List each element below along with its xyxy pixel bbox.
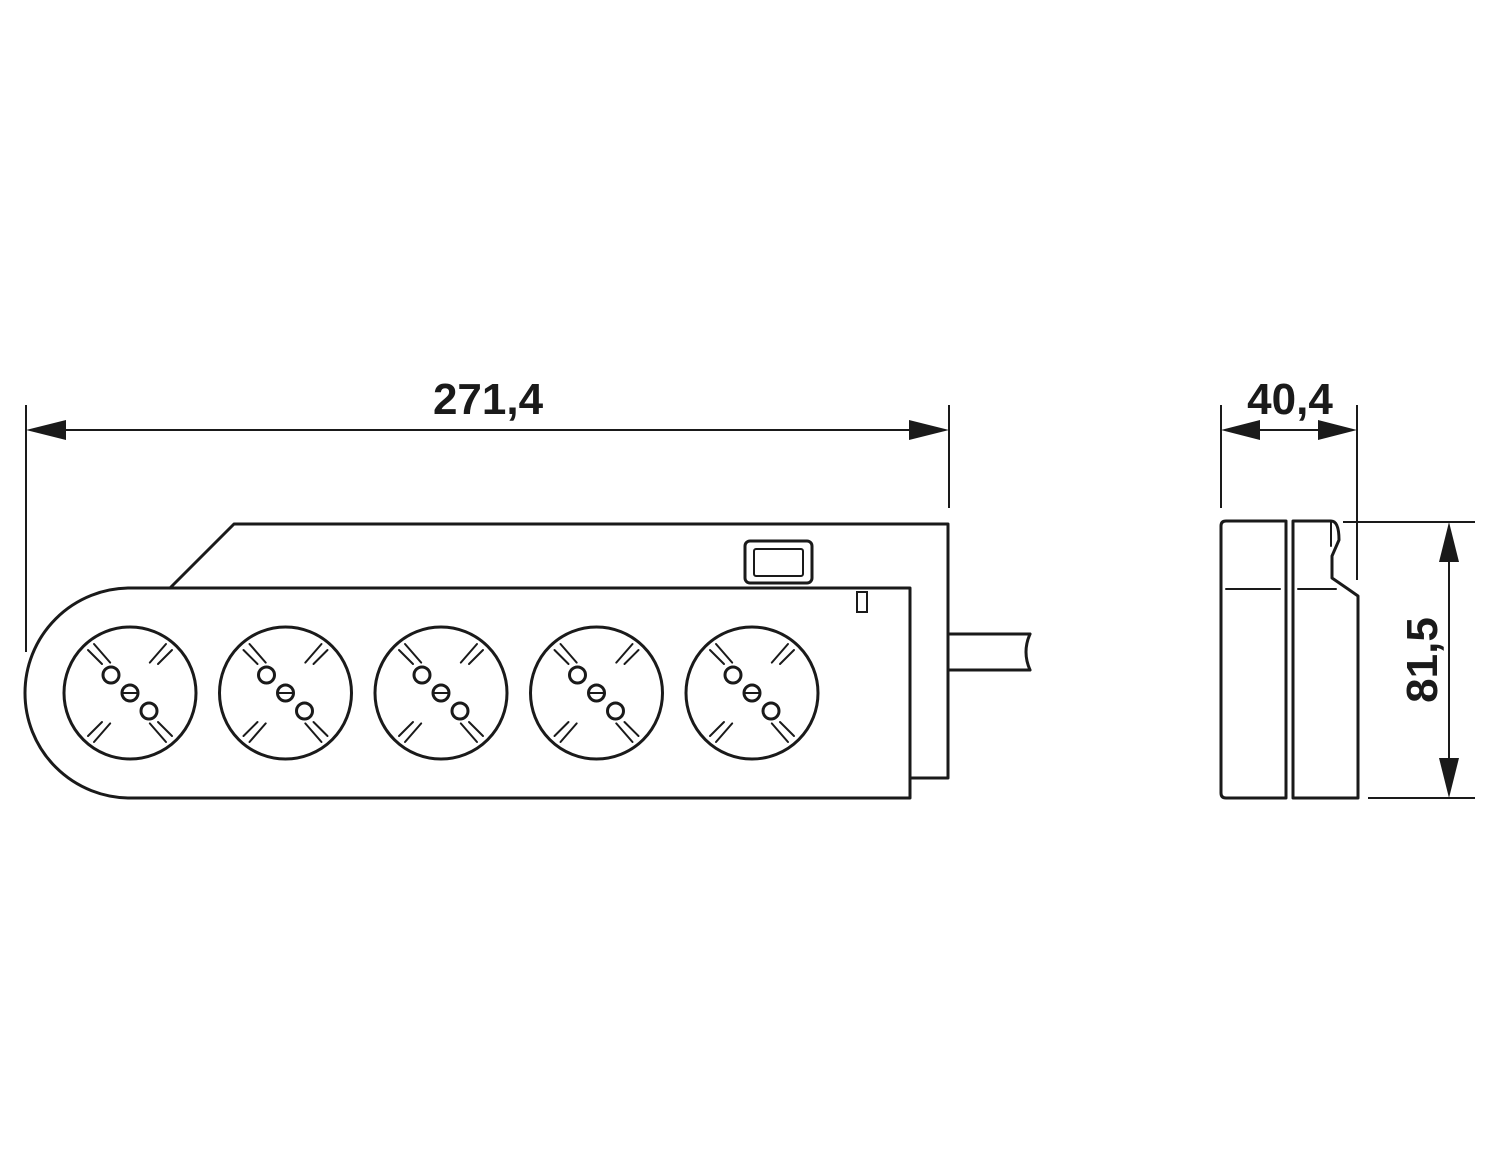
- outlet-socket: [529, 625, 664, 761]
- housing-step-line: [168, 586, 912, 780]
- earth-clip: [242, 721, 267, 743]
- outlet-rim: [684, 625, 820, 761]
- side-housing-left: [1219, 519, 1288, 800]
- earth-clip: [615, 643, 640, 665]
- dimension-height-label: 81,5: [1398, 617, 1447, 703]
- pin-hole: [606, 701, 625, 721]
- power-cable: [946, 632, 1032, 672]
- outlets: [62, 625, 820, 761]
- indicator-slot: [856, 591, 868, 613]
- pin-hole: [761, 701, 781, 721]
- earth-clip: [304, 643, 329, 665]
- earth-clip: [242, 643, 267, 665]
- side-view: [1219, 519, 1360, 800]
- outlet-socket: [373, 625, 509, 761]
- outlet-rim: [62, 625, 198, 761]
- pin-hole: [450, 701, 470, 721]
- dimension-depth-label: 40,4: [1247, 375, 1333, 424]
- outlet-rim: [373, 625, 509, 761]
- earth-clip: [709, 643, 734, 665]
- side-housing-right: [1291, 519, 1360, 800]
- pin-hole: [412, 665, 432, 685]
- outlet-socket: [218, 625, 353, 761]
- pin-hole: [139, 701, 159, 721]
- dimension-length: 271,4: [25, 375, 950, 652]
- earth-clip: [615, 721, 640, 743]
- outlet-rim: [529, 625, 664, 761]
- earth-clip: [770, 643, 795, 665]
- earth-clip: [87, 643, 112, 665]
- earth-clip: [459, 643, 484, 665]
- dimension-depth: 40,4: [1220, 375, 1358, 580]
- earth-clip: [459, 721, 484, 743]
- pin-hole: [257, 665, 276, 685]
- pin-hole: [295, 701, 314, 721]
- power-switch: [743, 539, 814, 585]
- pin-hole: [101, 665, 121, 685]
- earth-clip: [398, 721, 423, 743]
- earth-clip: [304, 721, 329, 743]
- earth-clip: [398, 643, 423, 665]
- earth-clip: [148, 643, 173, 665]
- pin-hole: [723, 665, 743, 685]
- earth-clip: [87, 721, 112, 743]
- outlet-rim: [218, 625, 353, 761]
- dimension-height: 81,5: [1343, 521, 1475, 799]
- earth-clip: [553, 721, 578, 743]
- earth-clip: [553, 643, 578, 665]
- outlet-socket: [62, 625, 198, 761]
- pin-hole: [568, 665, 587, 685]
- earth-clip: [770, 721, 795, 743]
- dimension-length-label: 271,4: [433, 375, 544, 424]
- outlet-socket: [684, 625, 820, 761]
- strip-housing: [23, 522, 950, 800]
- earth-clip: [709, 721, 734, 743]
- earth-clip: [148, 721, 173, 743]
- front-view: [23, 522, 1032, 800]
